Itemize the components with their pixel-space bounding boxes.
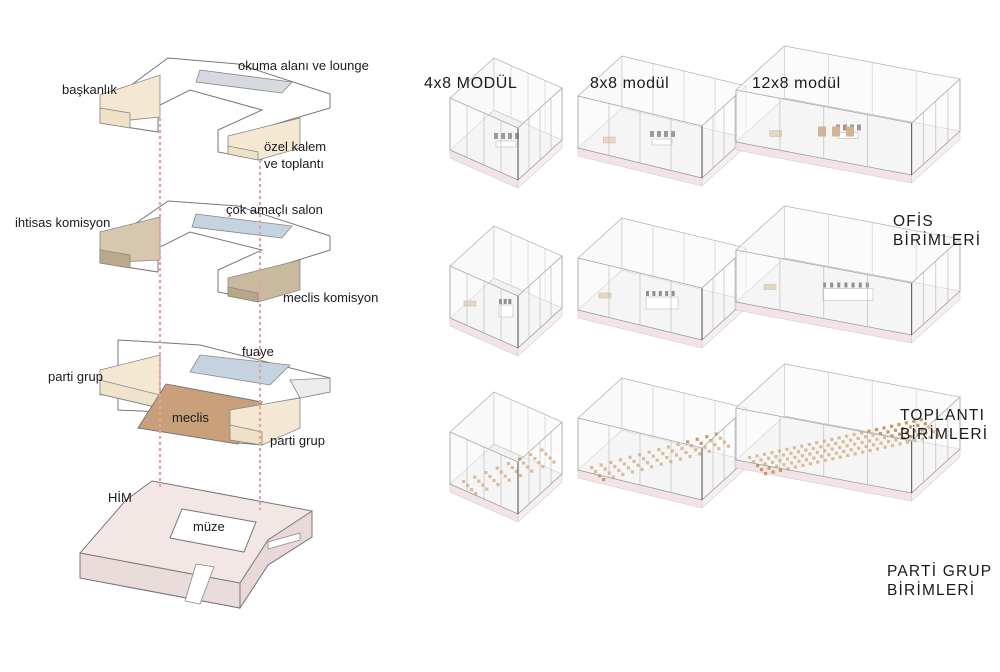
group-label-ofis: OFİS BİRİMLERİ — [893, 212, 981, 250]
label-ve-toplanti: ve toplantı — [264, 156, 324, 171]
module-ofis-4x8 — [449, 57, 563, 189]
him-base-floor — [79, 480, 313, 610]
group-label-ofis-line1: OFİS — [893, 213, 934, 230]
label-muze: müze — [193, 519, 225, 534]
module-parti-grup-4x8 — [449, 391, 563, 523]
vertical-connectors — [158, 118, 262, 510]
module-grid — [449, 45, 961, 523]
module-toplanti-4x8 — [449, 225, 563, 357]
module-toplanti-12x8 — [735, 205, 961, 344]
header-12x8-modul: 12x8 modül — [752, 75, 841, 92]
group-label-parti-grup-line2: BİRİMLERİ — [887, 582, 976, 599]
module-parti-grup-8x8 — [577, 377, 747, 509]
group-label-toplanti-line2: BİRİMLERİ — [900, 426, 989, 443]
label-parti-grup-left: parti grup — [48, 369, 103, 384]
label-meclis: meclis — [172, 410, 209, 425]
label-okuma-alani: okuma alanı ve lounge — [238, 58, 369, 73]
group-label-toplanti-line1: TOPLANTI — [900, 407, 986, 424]
header-8x8-modul: 8x8 modül — [590, 75, 670, 92]
module-ofis-8x8 — [577, 55, 747, 187]
module-ofis-12x8 — [735, 45, 961, 184]
label-parti-grup-right: parti grup — [270, 433, 325, 448]
label-meclis-komisyon: meclis komisyon — [283, 290, 379, 305]
label-ozel-kalem: özel kalem — [264, 139, 327, 154]
group-label-parti-grup: PARTİ GRUP BİRİMLERİ — [887, 562, 992, 600]
header-4x8-modul: 4x8 MODÜL — [424, 75, 518, 92]
meclis-floor — [99, 339, 331, 446]
baskanlik-floor — [99, 57, 331, 161]
label-him: HİM — [108, 490, 132, 505]
group-label-parti-grup-line1: PARTİ GRUP — [887, 563, 993, 580]
module-parti-grup-12x8 — [735, 363, 961, 502]
module-toplanti-8x8 — [577, 217, 747, 349]
komisyon-floor — [99, 200, 331, 303]
label-baskanlik: başkanlık — [62, 82, 117, 97]
label-ihtisas-komisyon: ihtisas komisyon — [15, 215, 111, 230]
group-label-ofis-line2: BİRİMLERİ — [893, 232, 982, 249]
label-cok-amacli-salon: çok amaçlı salon — [226, 202, 323, 217]
label-fuaye: fuaye — [242, 344, 274, 359]
group-label-toplanti: TOPLANTI BİRİMLERİ — [900, 406, 988, 444]
